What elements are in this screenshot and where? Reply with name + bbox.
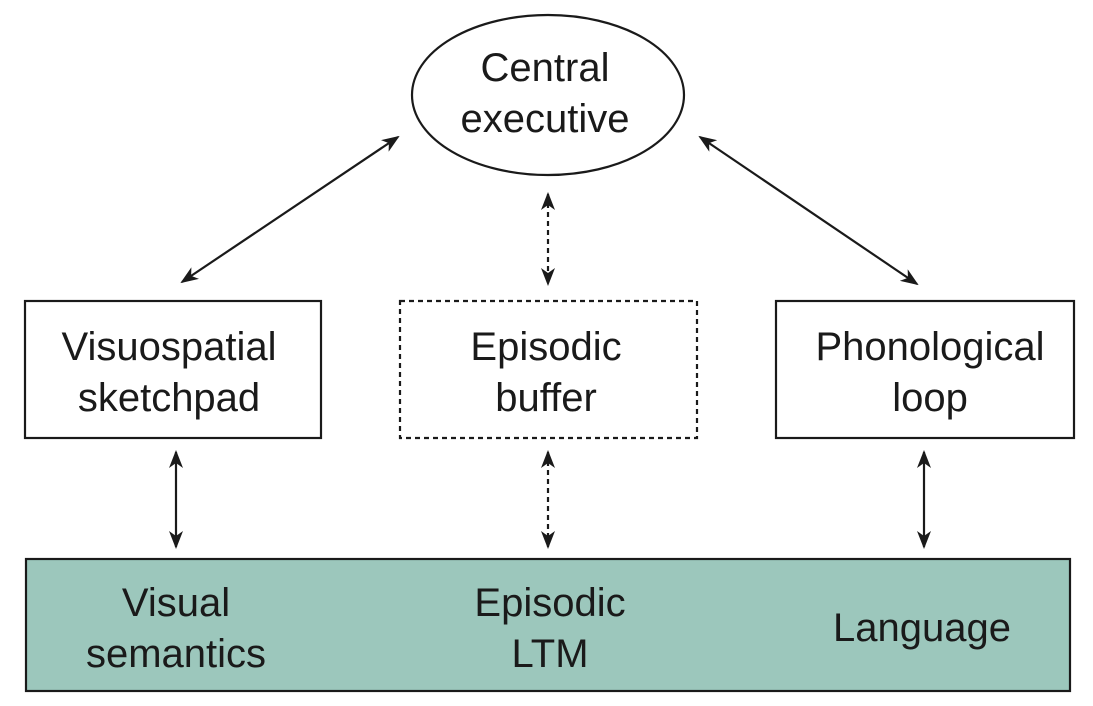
central-executive-ellipse xyxy=(410,13,686,177)
visuospatial-sketchpad-label-line2: sketchpad xyxy=(78,376,260,420)
ltm-band-rect xyxy=(24,557,1072,693)
episodic-buffer-box xyxy=(398,299,699,440)
visuospatial-sketchpad-node: Visuospatial sketchpad xyxy=(23,299,323,440)
episodic-ltm-label-line2: LTM xyxy=(511,632,588,676)
episodic-buffer-node: Episodic buffer xyxy=(398,299,699,440)
phonological-loop-node: Phonological loop xyxy=(774,299,1076,440)
visual-semantics-label-line2: semantics xyxy=(86,632,266,676)
visual-semantics-label-line1: Visual xyxy=(122,581,230,625)
ltm-band: Visual semantics Episodic LTM Language xyxy=(24,557,1072,693)
episodic-ltm-label-line1: Episodic xyxy=(474,581,625,625)
phonological-loop-label-line2: loop xyxy=(892,376,968,420)
arrow-executive-to-sketchpad xyxy=(180,135,400,284)
phonological-loop-box xyxy=(774,299,1076,440)
language-label: Language xyxy=(833,606,1011,650)
episodic-buffer-label-line2: buffer xyxy=(495,376,597,420)
central-executive-label-line1: Central xyxy=(481,46,610,90)
central-executive-label-line2: executive xyxy=(461,97,630,141)
visuospatial-sketchpad-box xyxy=(23,299,323,440)
visuospatial-sketchpad-label-line1: Visuospatial xyxy=(62,325,277,369)
central-executive-node: Central executive xyxy=(410,13,686,177)
arrow-executive-to-phonological xyxy=(698,135,919,286)
episodic-buffer-label-line1: Episodic xyxy=(470,325,621,369)
phonological-loop-label-line1: Phonological xyxy=(815,325,1044,369)
